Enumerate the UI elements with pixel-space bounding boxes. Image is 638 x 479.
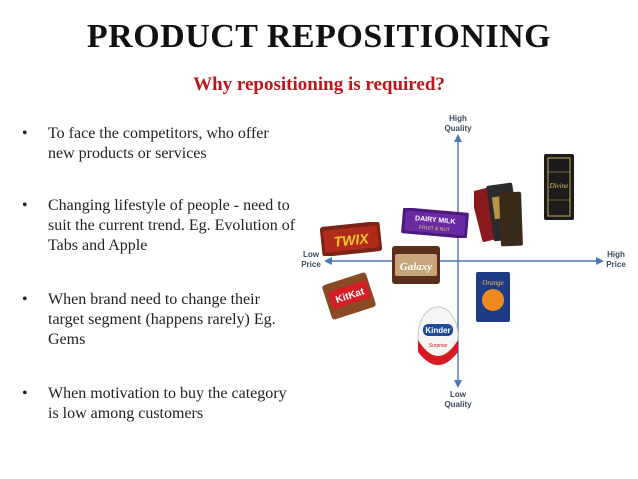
orange-label: Orange (482, 279, 503, 287)
arrow-right-icon (596, 257, 604, 265)
kinder-egg: Kinder Surprise (417, 306, 459, 366)
arrow-left-icon (324, 257, 332, 265)
bullet-item: • Changing lifestyle of people - need to… (22, 196, 302, 256)
bullet-item: • To face the competitors, who offer new… (22, 124, 302, 164)
kinder-sub: Surprise (429, 343, 448, 349)
axis-label-high-quality: High Quality (440, 114, 476, 134)
bullet-marker: • (22, 291, 28, 308)
galaxy-bar: Galaxy (392, 246, 440, 284)
axis-label-low-price: Low Price (298, 250, 324, 270)
positioning-map: High Quality Low Quality Low Price High … (298, 112, 638, 412)
slide-subtitle: Why repositioning is required? (193, 74, 445, 95)
bullet-item: • When brand need to change their target… (22, 290, 302, 350)
axis-label-line: Quality (444, 400, 472, 409)
dairy-milk-sub: FRUIT & NUT (419, 225, 450, 234)
axis-label-line: Low (303, 250, 319, 259)
divine-bar: Divine (544, 154, 574, 220)
twix-bar: TWIX (320, 222, 382, 256)
bullet-item: • When motivation to buy the category is… (22, 384, 302, 424)
bullet-marker: • (22, 197, 28, 214)
divine-label: Divine (549, 182, 569, 190)
axis-label-line: Quality (444, 124, 472, 133)
arrow-up-icon (454, 134, 462, 142)
bullet-marker: • (22, 385, 28, 402)
slide-title: PRODUCT REPOSITIONING (86, 18, 552, 55)
orange-box: Orange (476, 272, 510, 322)
axis-label-low-quality: Low Quality (440, 390, 476, 410)
axis-label-line: Price (301, 260, 321, 269)
premium-bars (474, 182, 523, 247)
kinder-label: Kinder (425, 326, 450, 335)
dairy-milk-bar: DAIRY MILK FRUIT & NUT (401, 208, 469, 238)
axis-label-line: High (449, 114, 467, 123)
dairy-milk-label: DAIRY MILK (415, 215, 456, 225)
axis-label-high-price: High Price (602, 250, 630, 270)
axes (324, 134, 604, 388)
twix-label: TWIX (333, 230, 371, 250)
bullet-text: To face the competitors, who offer new p… (48, 125, 269, 162)
bullet-text: Changing lifestyle of people - need to s… (48, 197, 296, 254)
bullet-text: When motivation to buy the category is l… (48, 385, 287, 422)
axis-label-line: Price (606, 260, 626, 269)
bullet-text: When brand need to change their target s… (48, 291, 276, 348)
kitkat-bar: KitKat (322, 272, 376, 320)
axis-label-line: Low (450, 390, 466, 399)
galaxy-label: Galaxy (400, 261, 433, 273)
bullet-marker: • (22, 125, 28, 142)
arrow-down-icon (454, 380, 462, 388)
axis-label-line: High (607, 250, 625, 259)
